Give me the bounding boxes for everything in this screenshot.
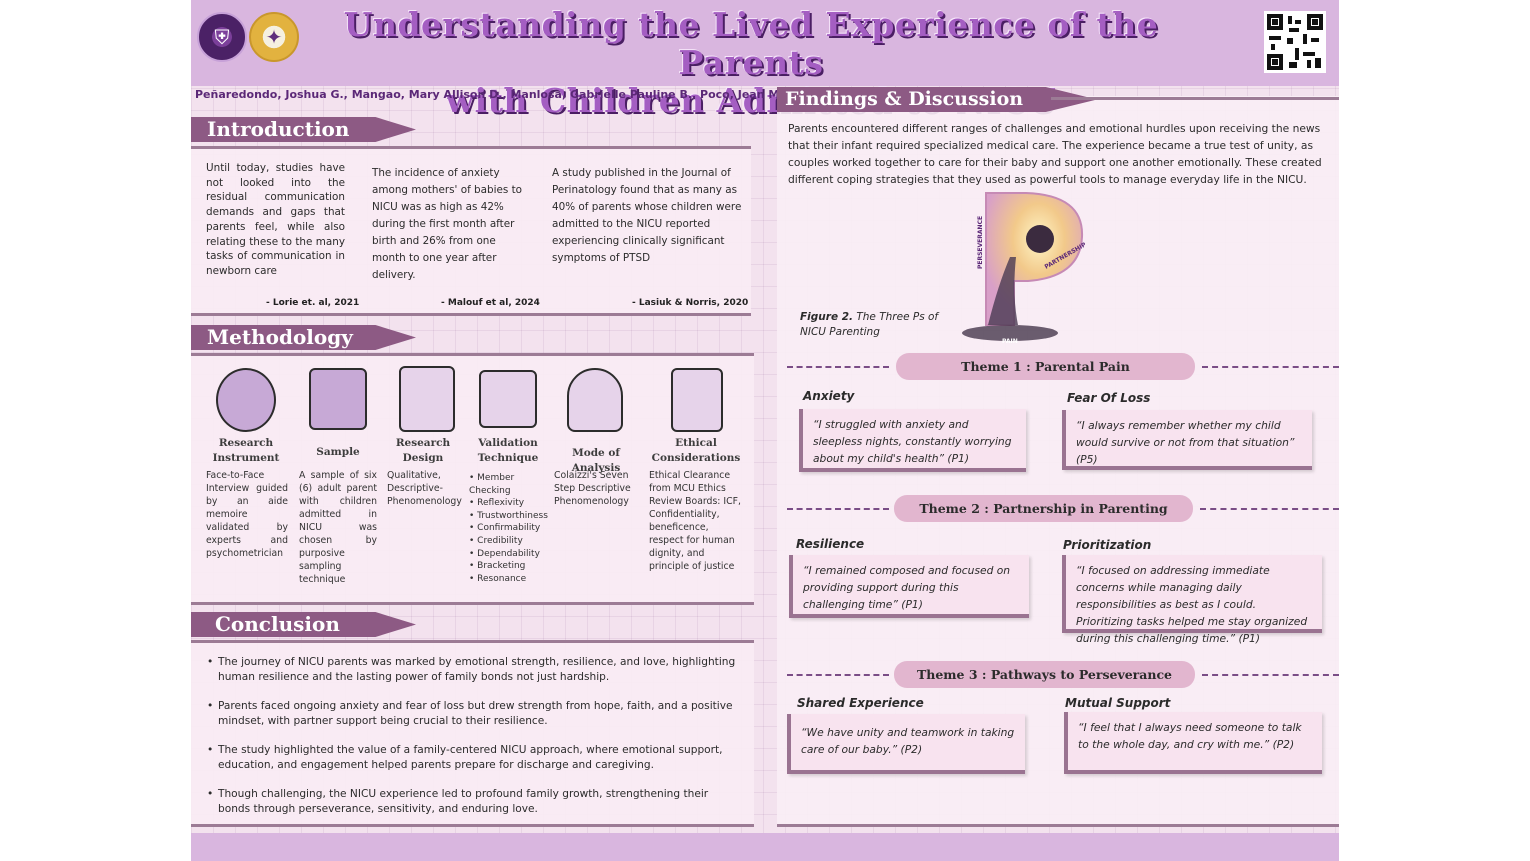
checklist-magnifier-icon	[479, 370, 537, 428]
conclusion-list: The journey of NICU parents was marked b…	[207, 655, 737, 831]
method-title: Ethical Considerations	[651, 437, 741, 464]
method-text: Qualitative, Descriptive-Phenomenology	[387, 470, 462, 507]
university-logo: ⛨	[197, 12, 247, 62]
method-text: Face-to-Face Interview guided by an aide…	[206, 470, 288, 559]
magnifier-gear-icon	[216, 368, 276, 432]
validation-item: Trustworthiness	[469, 510, 553, 523]
poster-title: Understanding the Lived Experience of th…	[291, 6, 1211, 120]
theme-divider	[787, 508, 889, 510]
findings-heading: Findings & Discussion	[777, 87, 1097, 112]
author-list: Peñaredondo, Joshua G., Mangao, Mary All…	[195, 88, 830, 101]
theme-2-title: Theme 2 : Partnership in Parenting	[894, 495, 1193, 522]
method-text: Colaizzi's Seven Step Descriptive Phenom…	[554, 470, 631, 507]
theme-divider	[1202, 674, 1339, 676]
family-silhouette-icon	[1026, 225, 1054, 253]
conclusion-panel: The journey of NICU parents was marked b…	[191, 640, 754, 827]
word-pain: PAIN	[1002, 338, 1018, 345]
poster: ⛨ ✦ Understanding the Lived Experience o…	[191, 0, 1339, 861]
validation-list: Member Checking Reflexivity Trustworthin…	[469, 472, 553, 585]
subtheme-prioritization: Prioritization	[1063, 538, 1152, 552]
subtheme-anxiety: Anxiety	[803, 389, 855, 403]
intro-citation-1: - Lorie et. al, 2021	[266, 298, 360, 308]
introduction-panel: Until today, studies have not looked int…	[191, 146, 751, 316]
method-text: Ethical Clearance from MCU Ethics Review…	[649, 470, 741, 572]
subtheme-mutual-support: Mutual Support	[1065, 696, 1171, 710]
seal-icon: ✦	[265, 25, 283, 49]
ground-shadow	[962, 325, 1058, 341]
intro-citation-3: - Lasiuk & Norris, 2020	[632, 298, 749, 308]
qr-code[interactable]	[1264, 11, 1326, 73]
subtheme-shared-experience: Shared Experience	[797, 696, 924, 710]
theme-3-title: Theme 3 : Pathways to Perseverance	[894, 661, 1195, 688]
method-title: Sample	[316, 446, 360, 458]
intro-column-2: The incidence of anxiety among mothers' …	[372, 167, 523, 281]
findings-intro: Parents encountered different ranges of …	[788, 122, 1322, 186]
word-perseverance: PERSEVERANCE	[977, 216, 984, 269]
theme-divider	[787, 674, 889, 676]
method-title: Validation Technique	[477, 437, 539, 464]
blueprint-icon	[399, 366, 455, 432]
shield-icon: ⛨	[214, 25, 230, 49]
three-ps-figure: PERSEVERANCE PARTNERSHIP PAIN	[962, 192, 1088, 345]
introduction-heading: Introduction	[191, 117, 416, 142]
intro-column-1: Until today, studies have not looked int…	[206, 162, 345, 277]
quote-shared-experience: “We have unity and teamwork in taking ca…	[787, 714, 1025, 774]
validation-item: Dependability	[469, 548, 553, 561]
college-logo: ✦	[249, 12, 299, 62]
quote-anxiety: “I struggled with anxiety and sleepless …	[799, 409, 1026, 472]
validation-item: Bracketing	[469, 560, 553, 573]
clipboard-target-icon	[671, 368, 723, 432]
subtheme-fear-of-loss: Fear Of Loss	[1067, 391, 1151, 405]
validation-item: Member Checking	[469, 472, 553, 497]
quote-resilience: “I remained composed and focused on prov…	[789, 555, 1029, 618]
puzzle-icon	[309, 368, 367, 430]
quote-prioritization: “I focused on addressing immediate conce…	[1062, 555, 1322, 645]
validation-item: Confirmability	[469, 522, 553, 535]
conclusion-point: Though challenging, the NICU experience …	[207, 787, 737, 817]
conclusion-point: Parents faced ongoing anxiety and fear o…	[207, 699, 737, 729]
method-title: Mode of Analysis	[571, 447, 621, 474]
conclusion-point: The study highlighted the value of a fam…	[207, 743, 737, 773]
poster-header: ⛨ ✦ Understanding the Lived Experience o…	[191, 0, 1339, 120]
theme-divider	[787, 366, 889, 368]
method-text: A sample of six (6) adult parent with ch…	[299, 470, 377, 585]
theme-divider	[1200, 508, 1339, 510]
head-network-icon	[567, 368, 623, 432]
method-title: Research Design	[395, 437, 451, 464]
validation-item: Credibility	[469, 535, 553, 548]
subtheme-resilience: Resilience	[796, 537, 865, 551]
footer-strip	[191, 833, 1339, 861]
conclusion-heading: Conclusion	[191, 612, 416, 637]
validation-item: Resonance	[469, 573, 553, 586]
theme-1-title: Theme 1 : Parental Pain	[896, 353, 1195, 380]
conclusion-point: The journey of NICU parents was marked b…	[207, 655, 737, 685]
quote-mutual-support: “I feel that I always need someone to ta…	[1064, 712, 1322, 774]
intro-citation-2: - Malouf et al, 2024	[441, 298, 540, 308]
findings-divider	[1051, 97, 1339, 100]
methodology-panel: Research Instrument Face-to-Face Intervi…	[191, 353, 754, 605]
theme-divider	[1202, 366, 1339, 368]
methodology-heading: Methodology	[191, 325, 416, 350]
intro-column-3: A study published in the Journal of Peri…	[552, 167, 742, 264]
quote-fear-of-loss: “I always remember whether my child woul…	[1062, 410, 1312, 470]
parents-silhouette-icon	[988, 257, 1018, 325]
figure-caption: Figure 2. The Three Ps of NICU Parenting	[800, 310, 950, 340]
validation-item: Reflexivity	[469, 497, 553, 510]
figure-label: Figure 2.	[800, 311, 854, 323]
title-line-1: Understanding the Lived Experience of th…	[343, 5, 1159, 82]
figure-caption-text: The Three Ps of NICU Parenting	[800, 311, 939, 338]
method-title: Research Instrument	[212, 437, 280, 464]
